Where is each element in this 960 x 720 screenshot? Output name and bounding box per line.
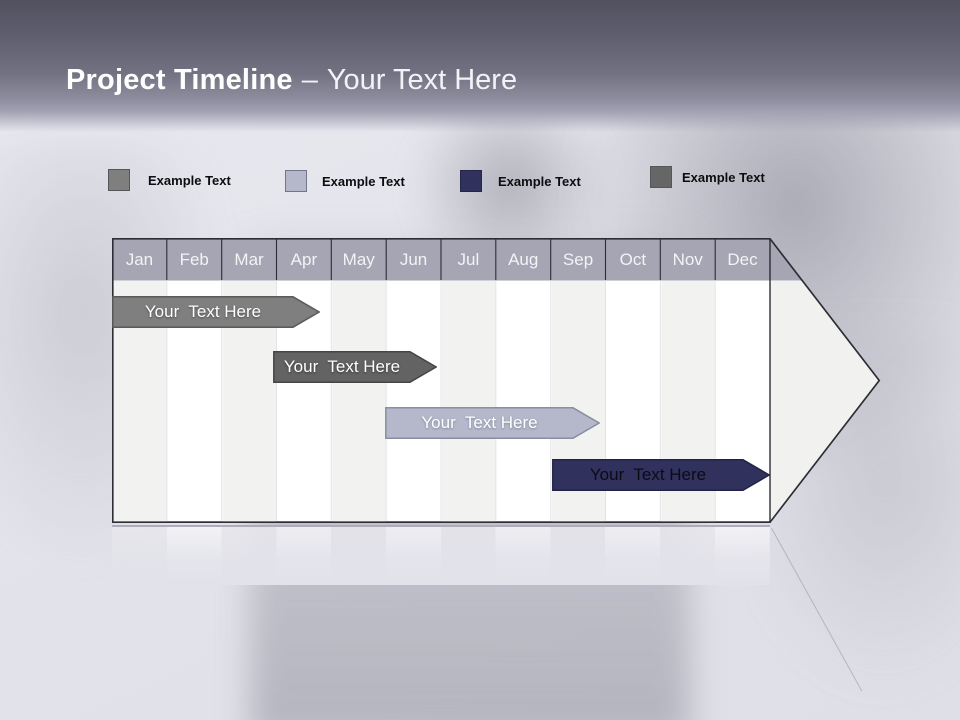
table-reflection	[112, 525, 770, 585]
slide-title[interactable]: Project Timeline–Your Text Here	[66, 60, 517, 100]
month-cell-aug: Aug	[508, 250, 539, 269]
legend-swatch-darkgray	[650, 166, 672, 188]
bar-label: Your Text Here	[144, 302, 262, 321]
month-cell-apr: Apr	[290, 250, 318, 269]
legend-swatch-gray	[108, 169, 130, 191]
month-cell-nov: Nov	[672, 250, 703, 269]
legend-item-4[interactable]: Example Text	[650, 166, 765, 188]
legend-item-3[interactable]: Example Text	[460, 170, 581, 192]
month-cell-oct: Oct	[619, 250, 647, 269]
month-cell-jun: Jun	[399, 250, 428, 269]
bar-label: Your Text Here	[421, 413, 538, 432]
timeline-bar-4[interactable]: Your Text Here	[552, 459, 770, 491]
timeline-bar-1[interactable]: Your Text Here	[112, 296, 320, 328]
month-cell-may: May	[342, 250, 375, 269]
legend-swatch-navy	[460, 170, 482, 192]
bar-label: Your Text Here	[283, 357, 401, 376]
month-cell-jan: Jan	[125, 250, 154, 269]
slide-title-subtitle: Your Text Here	[326, 64, 518, 96]
month-header-row: Jan Feb Mar Apr May Jun Jul Aug Sep Oct …	[112, 247, 770, 273]
bar-arrow-shape	[112, 296, 320, 328]
month-cell-mar: Mar	[234, 250, 264, 269]
timeline-bar-2[interactable]: Your Text Here	[273, 351, 437, 383]
month-cell-jul: Jul	[457, 250, 480, 269]
legend-label: Example Text	[322, 173, 405, 189]
month-cell-sep: Sep	[562, 250, 594, 269]
month-cell-dec: Dec	[727, 250, 758, 269]
legend-swatch-lavender	[285, 170, 307, 192]
bar-label: Your Text Here	[589, 465, 707, 484]
legend-item-1[interactable]: Example Text	[108, 169, 231, 191]
slide-title-main: Project Timeline	[66, 64, 293, 96]
legend-label: Example Text	[498, 173, 581, 189]
legend-item-2[interactable]: Example Text	[285, 170, 405, 192]
timeline-bar-3[interactable]: Your Text Here	[385, 407, 600, 439]
slide-title-separator: –	[301, 64, 318, 96]
legend-label: Example Text	[148, 172, 231, 188]
bar-arrow-shape	[273, 351, 437, 383]
month-cell-feb: Feb	[179, 250, 209, 269]
legend-label: Example Text	[682, 169, 765, 185]
